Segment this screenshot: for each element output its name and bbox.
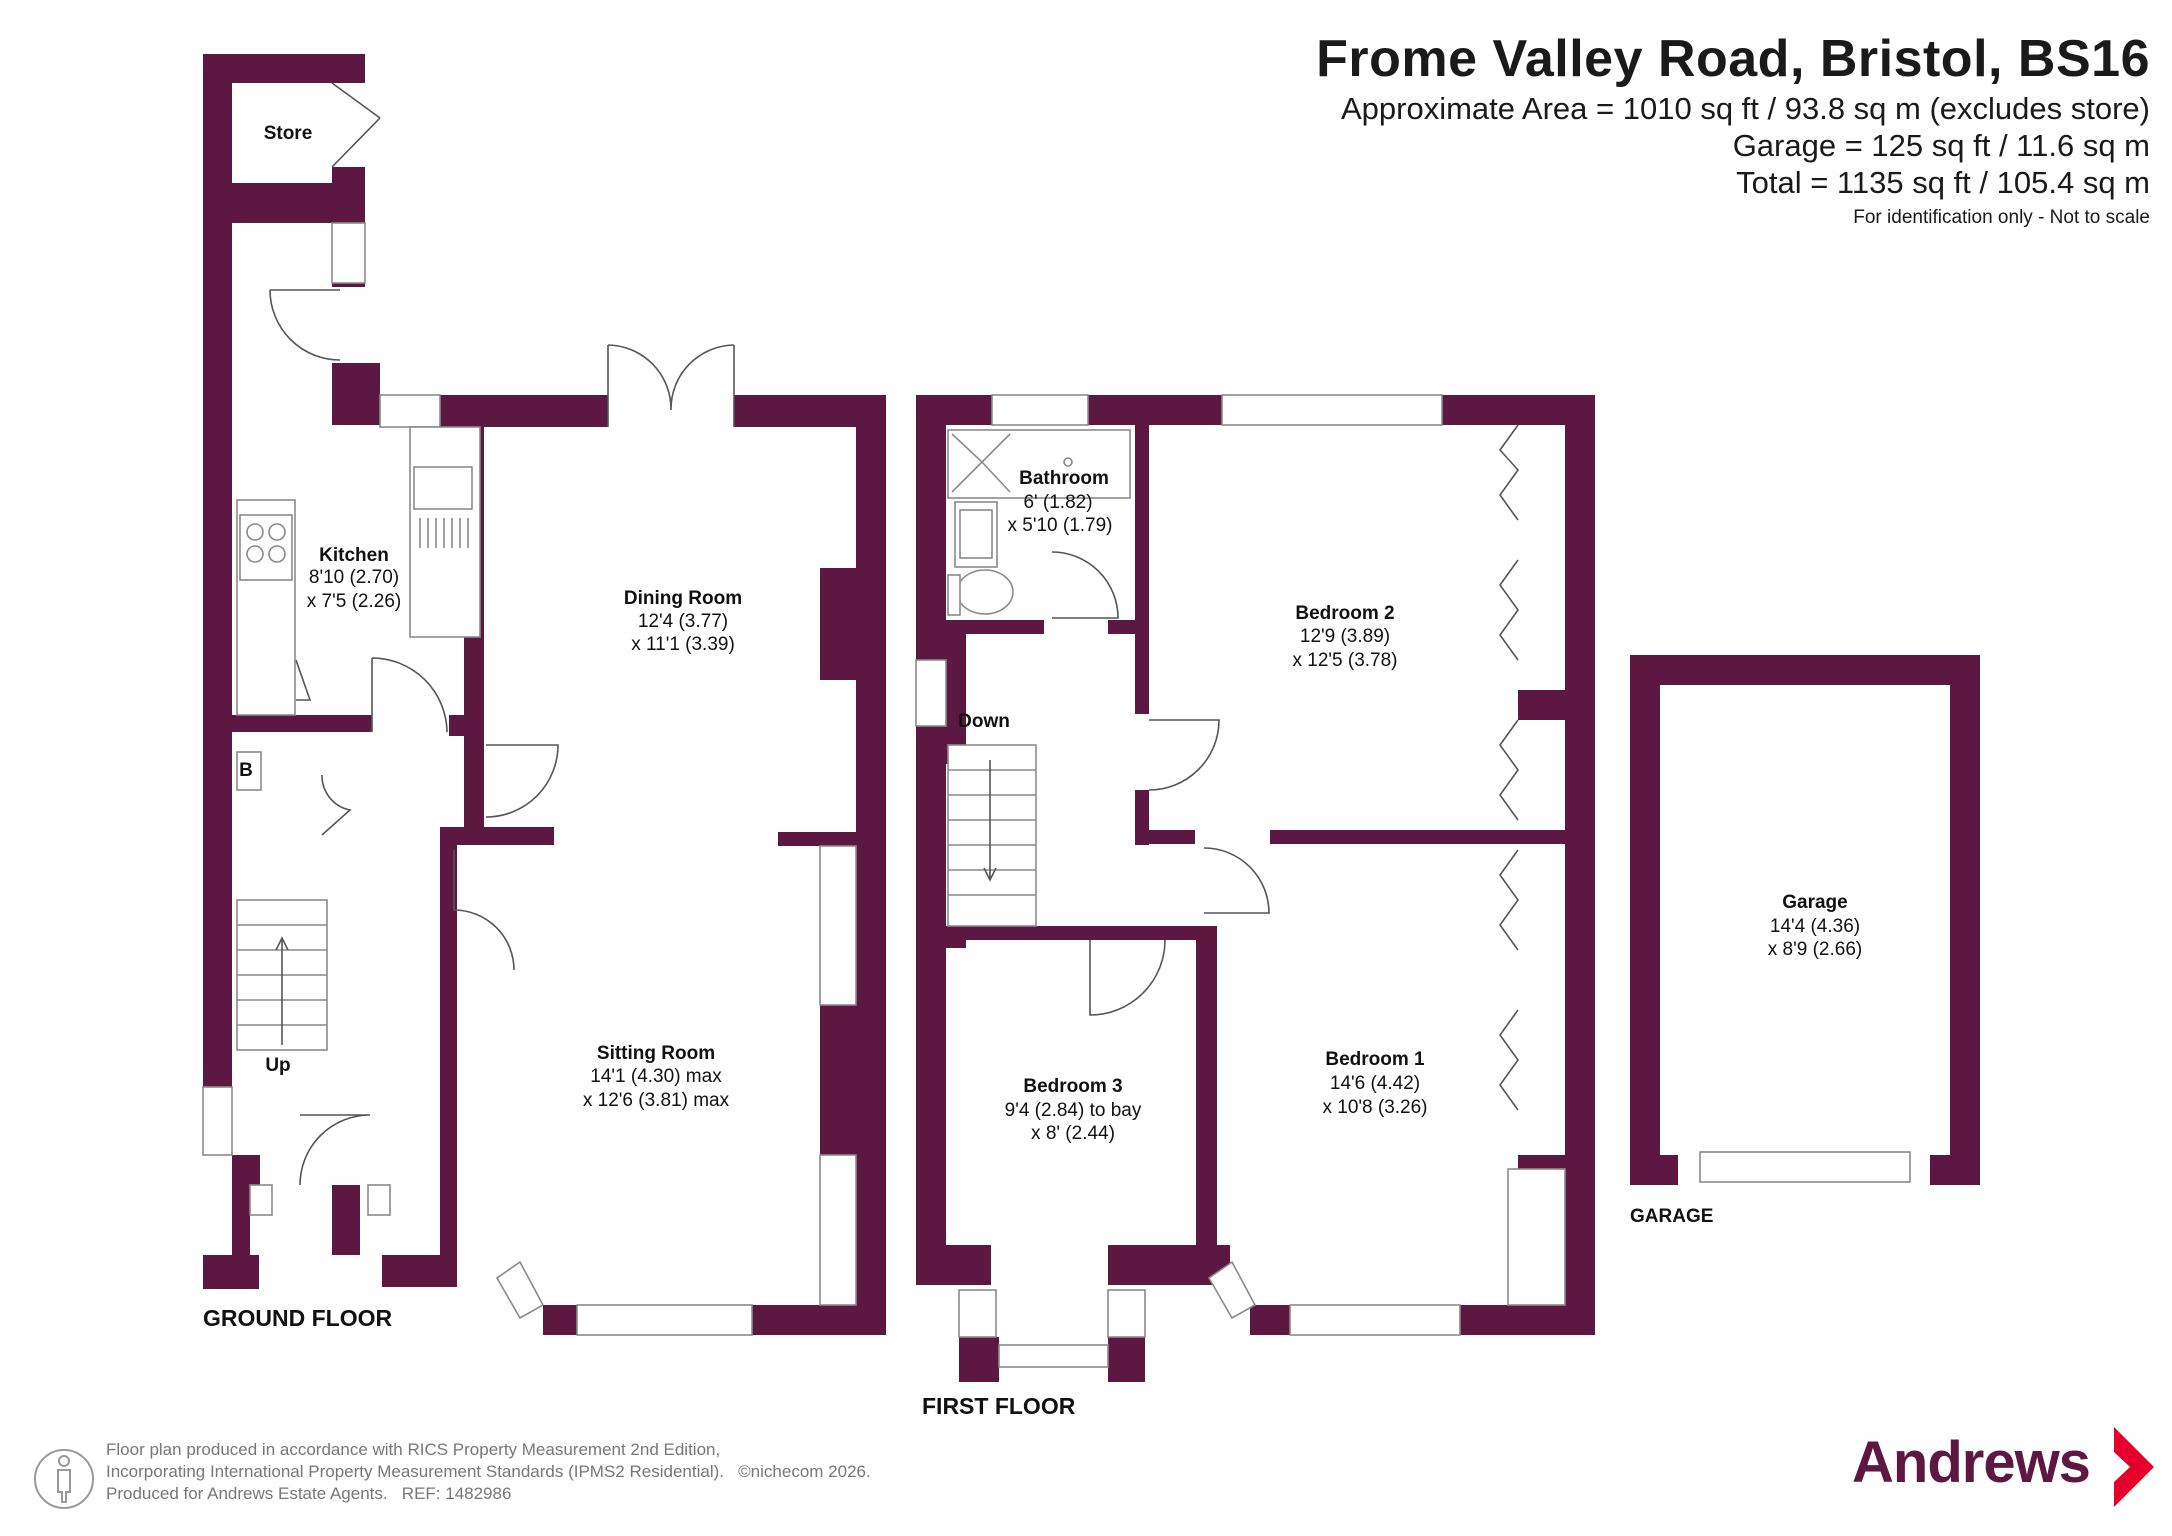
bedroom3-dim1: 9'4 (2.84) to bay	[1005, 1100, 1142, 1121]
kitchen-name: Kitchen	[319, 545, 389, 566]
first-floor-label: FIRST FLOOR	[922, 1393, 1076, 1419]
footer-line-1: Floor plan produced in accordance with R…	[106, 1440, 721, 1459]
andrews-logo: Andrews	[1852, 1427, 2154, 1507]
bedroom2-name: Bedroom 2	[1295, 603, 1394, 624]
bedroom2-dim2: x 12'5 (3.78)	[1292, 650, 1397, 671]
stairs-up-label: Up	[265, 1055, 290, 1076]
bedroom1-dim1: 14'6 (4.42)	[1330, 1073, 1420, 1094]
garage-dim2: x 8'9 (2.66)	[1768, 939, 1862, 960]
store-label: Store	[264, 123, 313, 144]
header: Frome Valley Road, Bristol, BS16 Approxi…	[1150, 28, 2150, 235]
total-area-line: Total = 1135 sq ft / 105.4 sq m	[1736, 165, 2150, 200]
reference-text: REF: 1482986	[401, 1484, 512, 1503]
area-line: Approximate Area = 1010 sq ft / 93.8 sq …	[1341, 91, 2150, 126]
footer-notes: Floor plan produced in accordance with R…	[106, 1439, 871, 1505]
bedroom3-name: Bedroom 3	[1023, 1076, 1122, 1097]
chevron-right-icon	[2114, 1427, 2154, 1507]
ground-floor-plan	[202, 54, 886, 1336]
bedroom1-name: Bedroom 1	[1325, 1049, 1425, 1070]
garage-dim1: 14'4 (4.36)	[1770, 916, 1860, 937]
bathroom-name: Bathroom	[1019, 468, 1109, 489]
footer-line-2: Incorporating International Property Mea…	[106, 1462, 724, 1481]
page-title: Frome Valley Road, Bristol, BS16	[1316, 30, 2150, 88]
sitting-room-dim1: 14'1 (4.30) max	[590, 1066, 722, 1087]
bathroom-dim1: 6' (1.82)	[1023, 492, 1092, 513]
footer-line-3: Produced for Andrews Estate Agents.	[106, 1484, 388, 1503]
disclaimer-text: For identification only - Not to scale	[1853, 207, 2150, 228]
bathroom-dim2: x 5'10 (1.79)	[1007, 515, 1112, 536]
dining-room-name: Dining Room	[624, 588, 742, 609]
brand-name: Andrews	[1852, 1430, 2091, 1495]
garage-area-line: Garage = 125 sq ft / 11.6 sq m	[1732, 128, 2150, 163]
bedroom3-dim2: x 8' (2.44)	[1031, 1123, 1115, 1144]
dining-room-dim1: 12'4 (3.77)	[638, 611, 728, 632]
person-icon	[34, 1449, 94, 1509]
garage-label: GARAGE	[1630, 1206, 1713, 1227]
first-floor-plan	[915, 394, 1595, 1382]
sitting-room-dim2: x 12'6 (3.81) max	[583, 1090, 730, 1111]
bedroom1-dim2: x 10'8 (3.26)	[1322, 1097, 1427, 1118]
bedroom2-dim1: 12'9 (3.89)	[1300, 626, 1390, 647]
kitchen-dim1: 8'10 (2.70)	[309, 567, 399, 588]
boiler-label: B	[239, 760, 253, 781]
ground-floor-label: GROUND FLOOR	[203, 1305, 392, 1331]
dining-room-dim2: x 11'1 (3.39)	[631, 634, 735, 655]
garage-name: Garage	[1782, 892, 1847, 913]
sitting-room-name: Sitting Room	[597, 1043, 715, 1064]
copyright-text: ©nichecom 2026.	[738, 1462, 871, 1481]
garage-plan	[1630, 655, 1980, 1185]
stairs-down-label: Down	[958, 711, 1010, 732]
kitchen-dim2: x 7'5 (2.26)	[307, 591, 401, 612]
